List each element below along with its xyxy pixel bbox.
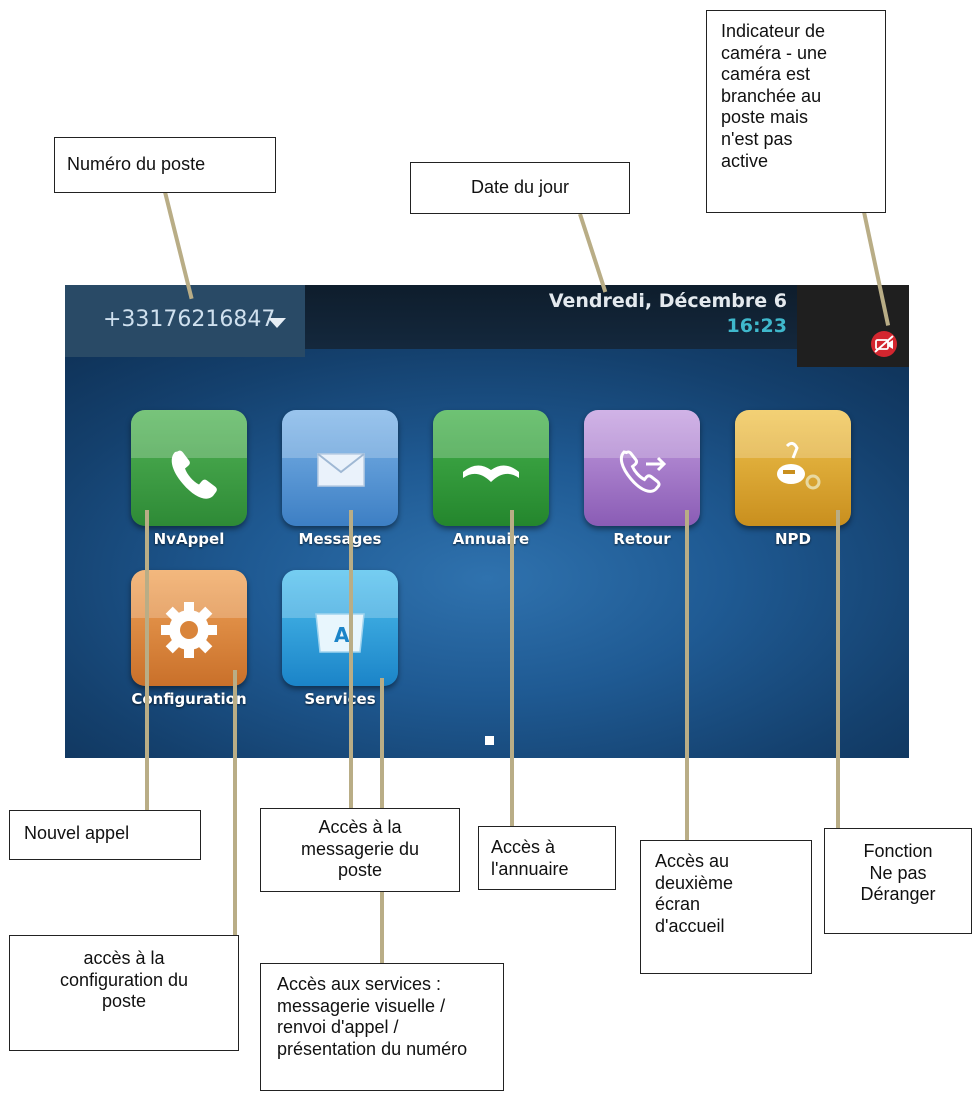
tile-label: Messages xyxy=(298,530,382,548)
callout-deuxieme-ecran: Accès au deuxième écran d'accueil xyxy=(640,840,812,974)
phone-home-screen: +33176216847 Vendredi, Décembre 6 16:23 … xyxy=(65,285,909,758)
callout-acces-messagerie: Accès à la messagerie du poste xyxy=(260,808,460,892)
open-book-icon xyxy=(463,465,519,482)
tile-npd[interactable]: NPD xyxy=(735,410,865,560)
gear-icon xyxy=(161,602,217,658)
pointer-nouvel-appel xyxy=(145,510,149,836)
pointer-npd xyxy=(836,510,840,832)
tile-npd-button[interactable] xyxy=(735,410,851,526)
callout-text: Numéro du poste xyxy=(67,154,206,174)
current-time: 16:23 xyxy=(726,315,787,337)
envelope-icon xyxy=(317,453,365,487)
extension-number: +33176216847 xyxy=(103,307,276,332)
callout-date-jour: Date du jour xyxy=(410,162,630,214)
callout-text: Accès à l'annuaire xyxy=(491,837,569,879)
callout-text: accès à la configuration du poste xyxy=(59,948,189,1012)
tile-label: NPD xyxy=(775,530,811,548)
tile-label: Annuaire xyxy=(452,530,530,548)
tile-configuration-button[interactable] xyxy=(131,570,247,686)
handset-icon xyxy=(171,450,217,499)
svg-text:A: A xyxy=(334,623,350,647)
callout-nouvel-appel: Nouvel appel xyxy=(9,810,201,860)
callout-acces-annuaire: Accès à l'annuaire xyxy=(478,826,616,890)
call-forward-icon xyxy=(619,450,667,493)
do-not-disturb-icon xyxy=(777,441,821,490)
tile-label: Configuration xyxy=(131,690,247,708)
tile-messages[interactable]: Messages xyxy=(282,410,412,560)
pointer-messagerie xyxy=(349,510,353,812)
callout-text: Date du jour xyxy=(470,177,570,197)
callout-text: Accès à la messagerie du poste xyxy=(300,817,420,881)
pointer-services-lower xyxy=(380,892,384,964)
pointer-configuration xyxy=(233,670,237,940)
callout-numero-poste: Numéro du poste xyxy=(54,137,276,193)
tile-nvappel[interactable]: NvAppel xyxy=(131,410,261,560)
callout-text: Accès aux services : messagerie visuelle… xyxy=(277,974,468,1059)
tile-configuration[interactable]: Configuration xyxy=(131,570,261,720)
tile-label: Services xyxy=(304,690,376,708)
pointer-numero-poste xyxy=(163,191,194,300)
tile-label: Retour xyxy=(613,530,671,548)
extension-selector[interactable]: +33176216847 xyxy=(65,285,305,357)
current-date: Vendredi, Décembre 6 xyxy=(548,290,787,312)
tile-services-button[interactable]: A xyxy=(282,570,398,686)
tile-services[interactable]: A Services xyxy=(282,570,412,720)
camera-indicator-area xyxy=(797,285,909,367)
tile-retour-button[interactable] xyxy=(584,410,700,526)
tile-retour[interactable]: Retour xyxy=(584,410,714,560)
callout-text: Accès au deuxième écran d'accueil xyxy=(655,851,734,936)
pointer-annuaire xyxy=(510,510,514,832)
callout-text: Indicateur de caméra - une caméra est br… xyxy=(721,21,828,171)
pointer-date-jour xyxy=(578,213,608,293)
tile-messages-button[interactable] xyxy=(282,410,398,526)
callout-text: Nouvel appel xyxy=(24,823,130,843)
tile-annuaire[interactable]: Annuaire xyxy=(433,410,563,560)
folder-icon: A xyxy=(315,613,365,653)
pointer-deuxieme-ecran xyxy=(685,510,689,844)
chevron-down-icon xyxy=(268,318,286,328)
callout-acces-services: Accès aux services : messagerie visuelle… xyxy=(260,963,504,1091)
tile-annuaire-button[interactable] xyxy=(433,410,549,526)
callout-indicateur-camera: Indicateur de caméra - une caméra est br… xyxy=(706,10,886,213)
callout-fonction-npd: Fonction Ne pas Déranger xyxy=(824,828,972,934)
callout-acces-configuration: accès à la configuration du poste xyxy=(9,935,239,1051)
page-indicator-dot[interactable] xyxy=(485,736,494,745)
tile-nvappel-button[interactable] xyxy=(131,410,247,526)
camera-off-icon xyxy=(871,331,897,357)
callout-text: Fonction Ne pas Déranger xyxy=(860,841,936,905)
pointer-services xyxy=(380,678,384,812)
tile-label: NvAppel xyxy=(153,530,225,548)
